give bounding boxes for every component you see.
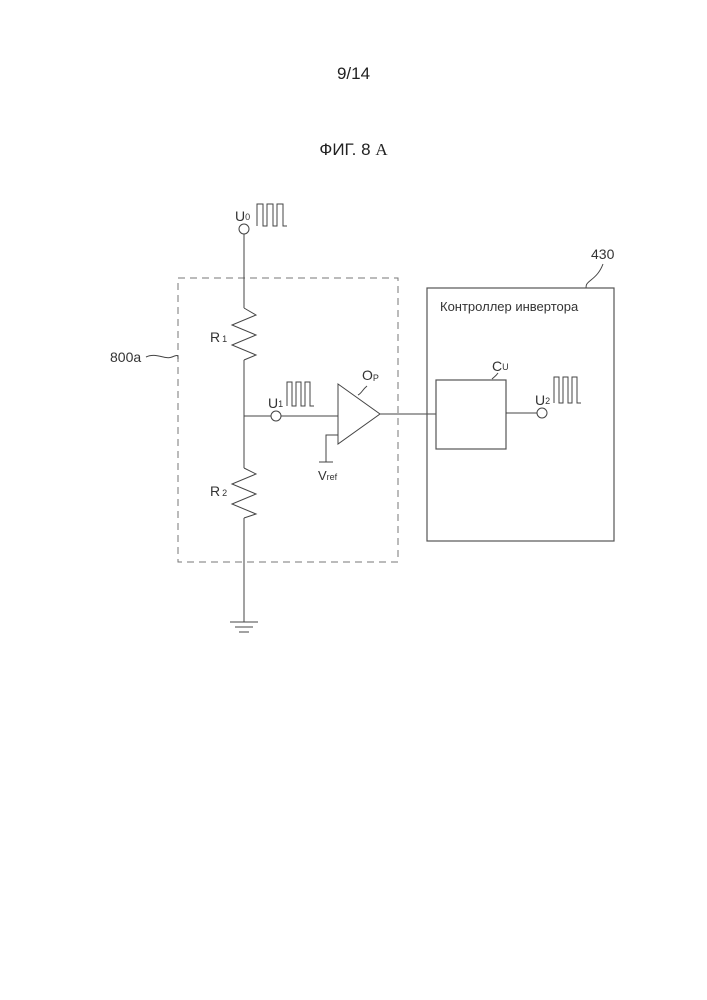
resistor-r1 bbox=[232, 308, 256, 360]
u2-pulse-waveform-icon bbox=[554, 377, 581, 403]
cu-label: CU bbox=[492, 358, 509, 374]
op-label: OP bbox=[362, 367, 379, 383]
u1-label: U1 bbox=[268, 395, 283, 411]
u0-pulse-waveform-icon bbox=[257, 204, 287, 226]
vref-label: Vref bbox=[318, 468, 338, 483]
controller-title: Контроллер инвертора bbox=[440, 299, 579, 314]
r2-label: R2 bbox=[210, 483, 227, 499]
controller-ref-label: 430 bbox=[591, 246, 615, 262]
u0-label: U0 bbox=[235, 208, 250, 224]
inverter-controller-box bbox=[427, 288, 614, 541]
sensing-block-label: 800a bbox=[110, 349, 141, 365]
sensing-block-boundary bbox=[178, 278, 398, 562]
sensing-block-leader bbox=[146, 355, 178, 359]
u1-pulse-waveform-icon bbox=[287, 382, 314, 406]
r1-label: R1 bbox=[210, 329, 227, 345]
u1-terminal bbox=[271, 411, 281, 421]
wire-vref bbox=[326, 435, 338, 462]
controller-unit-cu bbox=[436, 380, 506, 449]
op-leader bbox=[358, 386, 367, 395]
u2-label: U2 bbox=[535, 392, 550, 408]
comparator-op bbox=[338, 384, 380, 444]
controller-leader bbox=[586, 264, 603, 288]
ground-icon bbox=[230, 622, 258, 632]
u2-terminal bbox=[537, 408, 547, 418]
resistor-r2 bbox=[232, 468, 256, 518]
u0-terminal bbox=[239, 224, 249, 234]
